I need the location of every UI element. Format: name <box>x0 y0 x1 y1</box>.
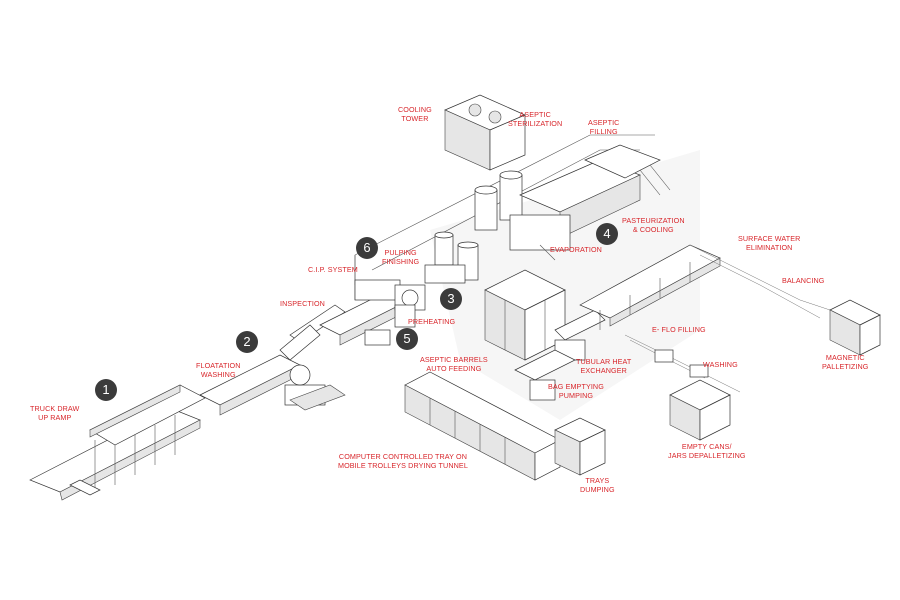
heat-exchanger <box>514 339 586 401</box>
floatation-washer <box>199 304 346 416</box>
drying-tunnel <box>404 371 561 481</box>
step-6-badge: 6 <box>356 237 378 259</box>
label-evaporation: EVAPORATION <box>550 245 602 254</box>
label-aseptic-sterilization: ASEPTIC STERILIZATION <box>508 110 563 128</box>
evaporation-complex <box>474 144 671 261</box>
step-1-badge: 1 <box>95 379 117 401</box>
label-trays-dumping: TRAYS DUMPING <box>580 476 615 494</box>
label-tubular-heat-exchanger: TUBULAR HEAT EXCHANGER <box>576 357 632 375</box>
label-magnetic-palletizing: MAGNETIC PALLETIZING <box>822 353 869 371</box>
cooling-tower <box>444 94 526 171</box>
label-drying-tunnel: COMPUTER CONTROLLED TRAY ON MOBILE TROLL… <box>338 452 468 470</box>
label-pulping-finishing: PULPING FINISHING <box>382 248 420 266</box>
label-bag-emptying-pumping: BAG EMPTYING PUMPING <box>548 382 604 400</box>
label-pasteurization-cooling: PASTEURIZATION & COOLING <box>622 216 685 234</box>
step-5-badge: 5 <box>396 328 418 350</box>
step-4-badge: 4 <box>596 223 618 245</box>
floor-plane <box>430 150 700 420</box>
label-inspection: INSPECTION <box>280 299 325 308</box>
label-surface-water-elimination: SURFACE WATER ELIMINATION <box>738 234 801 252</box>
label-washing: WASHING <box>703 360 738 369</box>
label-aseptic-barrels: ASEPTIC BARRELS AUTO FEEDING <box>420 355 488 373</box>
inspection-line <box>319 279 426 346</box>
pasteurization-line <box>579 244 831 330</box>
label-cooling-tower: COOLING TOWER <box>398 105 432 123</box>
label-cip-system: C.I.P. SYSTEM <box>308 265 358 274</box>
truck-ramp <box>29 384 206 501</box>
step-3-badge: 3 <box>440 288 462 310</box>
silo-structure <box>484 269 606 361</box>
pulping-tanks <box>424 231 479 284</box>
label-aseptic-filling: ASEPTIC FILLING <box>588 118 620 136</box>
label-balancing: BALANCING <box>782 276 825 285</box>
label-preheating: PREHEATING <box>408 317 456 326</box>
label-eflo-filling: E- FLO FILLING <box>652 325 706 334</box>
eflo-filling-line <box>624 334 741 393</box>
depalletizer <box>669 379 731 441</box>
label-truck-draw-up-ramp: TRUCK DRAW UP RAMP <box>30 404 80 422</box>
step-2-badge: 2 <box>236 331 258 353</box>
label-floatation-washing: FLOATATION WASHING <box>196 361 241 379</box>
trays-dumping-unit <box>554 417 606 476</box>
palletizer <box>829 299 881 356</box>
label-empty-cans-depalletizing: EMPTY CANS/ JARS DEPALLETIZING <box>668 442 746 460</box>
